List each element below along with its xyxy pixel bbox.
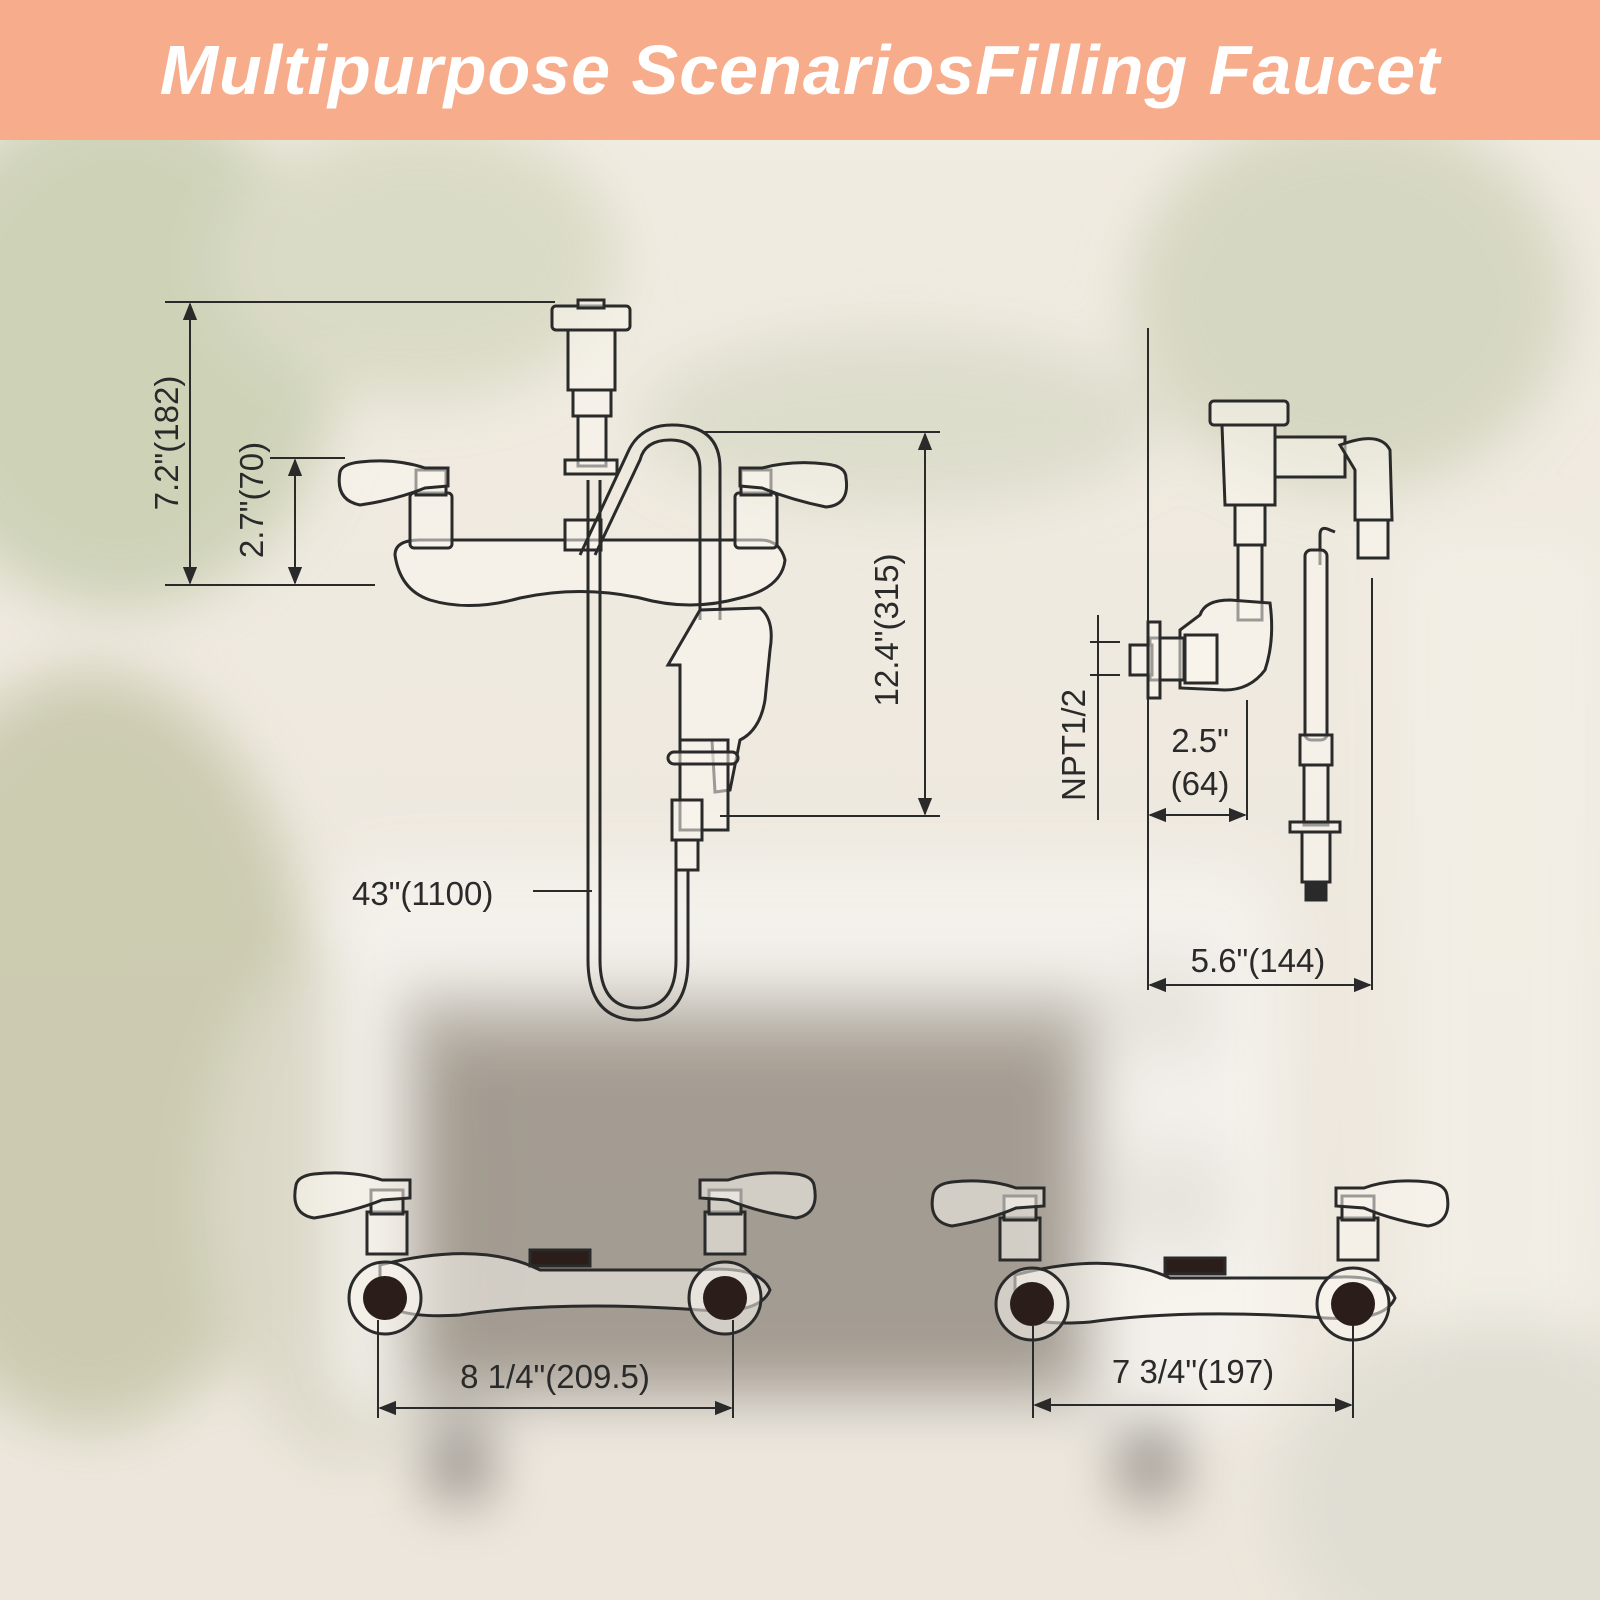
title-banner: Multipurpose ScenariosFilling Faucet	[0, 0, 1600, 140]
left-handle	[337, 459, 450, 507]
dimension-inlet-depth-in: 2.5"	[1171, 722, 1229, 759]
back-view-right: 7 3/4"(197)	[930, 1179, 1450, 1418]
dimension-inlet-depth-mm: (64)	[1171, 765, 1230, 802]
dimension-total-height: 7.2"(182)	[148, 376, 185, 511]
dimension-projection: 5.6"(144)	[1191, 942, 1326, 979]
right-handle	[738, 461, 849, 509]
dimension-center-spread-large: 8 1/4"(209.5)	[460, 1358, 650, 1395]
dimension-hose-length: 43"(1100)	[352, 875, 493, 912]
right-valve	[733, 491, 779, 550]
dimension-center-spread-small: 7 3/4"(197)	[1112, 1353, 1274, 1390]
dimension-spout-height: 2.7"(70)	[233, 442, 270, 558]
vacuum-breaker-cap	[550, 304, 632, 332]
front-view: 7.2"(182) 2.7"(70) 12.4"(315) 43"(1100)	[148, 298, 940, 1022]
side-view: 5.6"(144) 2.5" (64) NPT1/2	[1055, 328, 1394, 993]
dimension-thread: NPT1/2	[1055, 689, 1092, 801]
page-title: Multipurpose ScenariosFilling Faucet	[159, 31, 1441, 109]
gooseneck	[593, 438, 702, 620]
left-valve	[408, 491, 454, 550]
hose	[586, 480, 690, 1022]
back-view-left: 8 1/4"(209.5)	[293, 1171, 817, 1418]
vacuum-breaker-body	[566, 328, 617, 392]
side-vacuum-breaker-cap	[1208, 399, 1290, 427]
dimension-hose-drop: 12.4"(315)	[868, 554, 905, 707]
